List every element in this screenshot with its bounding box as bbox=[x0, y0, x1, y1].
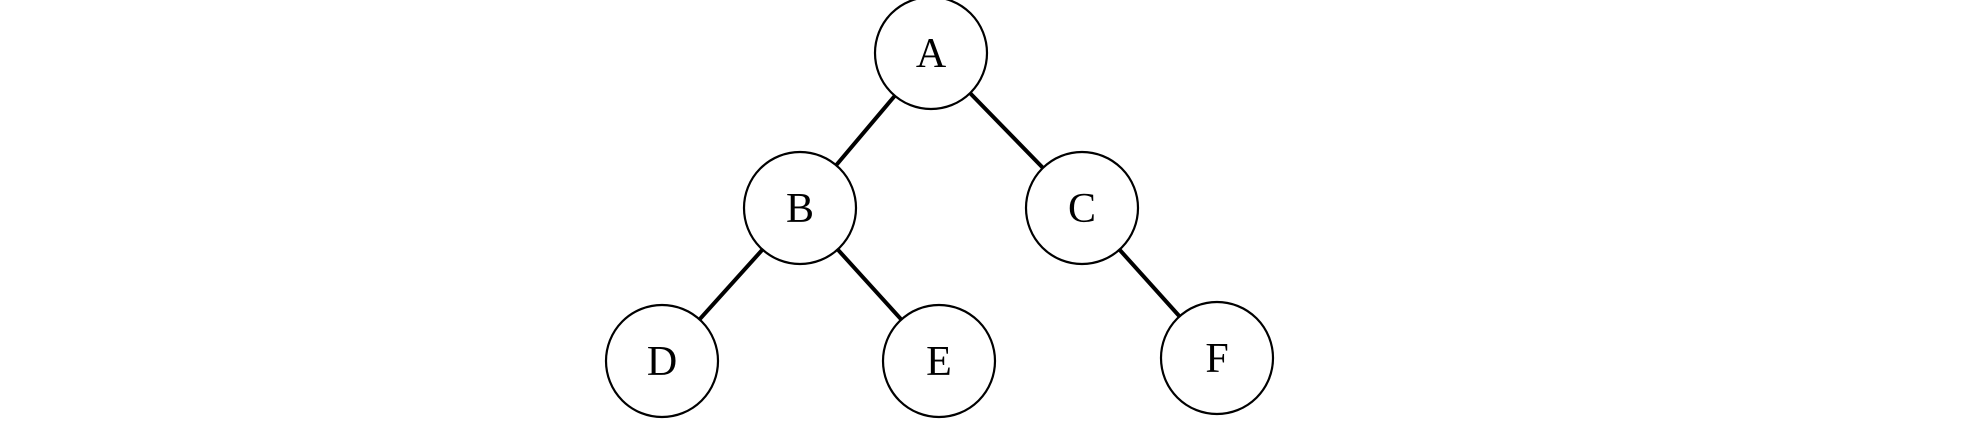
tree-node-a[interactable]: A bbox=[873, 0, 989, 111]
tree-node-label-e: E bbox=[926, 339, 952, 385]
tree-node-d[interactable]: D bbox=[604, 303, 720, 419]
tree-edge-b-d bbox=[698, 248, 764, 321]
tree-node-label-c: C bbox=[1068, 186, 1096, 232]
tree-edge-a-b bbox=[834, 94, 897, 167]
tree-edge-b-e bbox=[836, 248, 903, 321]
tree-node-label-b: B bbox=[786, 186, 814, 232]
tree-node-c[interactable]: C bbox=[1024, 150, 1140, 266]
tree-node-b[interactable]: B bbox=[742, 150, 858, 266]
tree-node-circle-c[interactable] bbox=[1024, 150, 1140, 266]
tree-edge-a-c bbox=[968, 91, 1045, 170]
tree-node-e[interactable]: E bbox=[881, 303, 997, 419]
tree-node-f[interactable]: F bbox=[1159, 300, 1275, 416]
edge-layer bbox=[698, 91, 1182, 321]
tree-node-circle-a[interactable] bbox=[873, 0, 989, 111]
tree-node-circle-d[interactable] bbox=[604, 303, 720, 419]
tree-node-circle-f[interactable] bbox=[1159, 300, 1275, 416]
tree-node-circle-e[interactable] bbox=[881, 303, 997, 419]
tree-node-label-d: D bbox=[647, 339, 677, 385]
tree-node-circle-b[interactable] bbox=[742, 150, 858, 266]
tree-edge-c-f bbox=[1117, 248, 1182, 318]
tree-node-label-f: F bbox=[1205, 336, 1228, 382]
node-layer: A B C D E F bbox=[604, 0, 1275, 419]
tree-node-label-a: A bbox=[916, 31, 947, 77]
